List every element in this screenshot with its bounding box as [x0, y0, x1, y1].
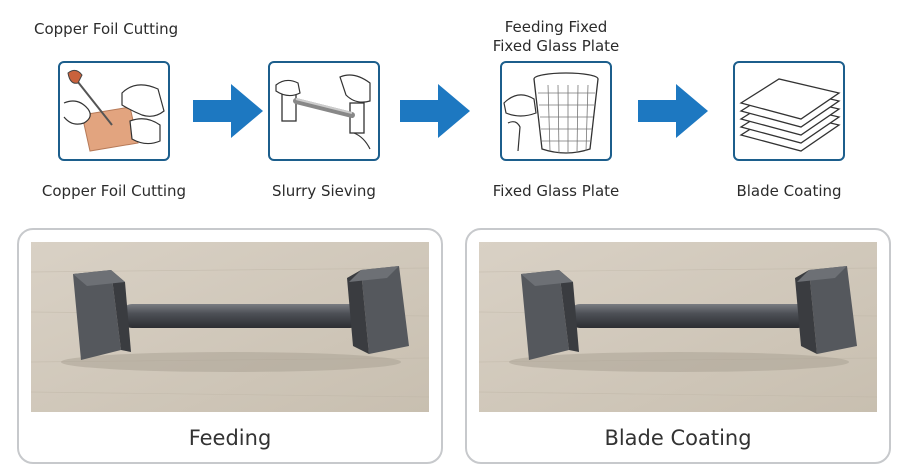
- step-blade-coating: [733, 61, 845, 161]
- step-label-fixed-glass-plate: Fixed Glass Plate: [492, 182, 620, 200]
- step-label-copper-foil-cutting: Copper Foil Cutting: [41, 182, 187, 200]
- step-label-slurry-sieving: Slurry Sieving: [272, 182, 376, 200]
- top-caption-center-line1: Feeding Fixed: [504, 18, 608, 36]
- panel-label-blade-coating: Blade Coating: [604, 426, 752, 450]
- arrow-right-icon: [400, 84, 470, 138]
- blade-coating-photo: [479, 242, 877, 412]
- glass-beaker-icon: [503, 72, 599, 154]
- slurry-sieving-icon: [275, 74, 371, 150]
- copper-foil-cutting-icon: [63, 69, 165, 152]
- panel-feeding: Feeding: [17, 228, 443, 464]
- top-caption-left: Copper Foil Cutting: [34, 20, 179, 38]
- applicator-bar-image: [31, 242, 429, 412]
- step-copper-foil-cutting: [58, 61, 170, 161]
- top-caption-center-line2: Fixed Glass Plate: [492, 37, 620, 55]
- feeding-photo: [31, 242, 429, 412]
- panel-blade-coating: Blade Coating: [465, 228, 891, 464]
- step-fixed-glass-plate: [500, 61, 612, 161]
- panel-label-feeding: Feeding: [188, 426, 272, 450]
- applicator-bar-image: [479, 242, 877, 412]
- step-slurry-sieving: [268, 61, 380, 161]
- step-label-blade-coating: Blade Coating: [736, 182, 842, 200]
- stacked-plates-icon: [739, 78, 841, 152]
- arrow-right-icon: [193, 84, 263, 138]
- arrow-right-icon: [638, 84, 708, 138]
